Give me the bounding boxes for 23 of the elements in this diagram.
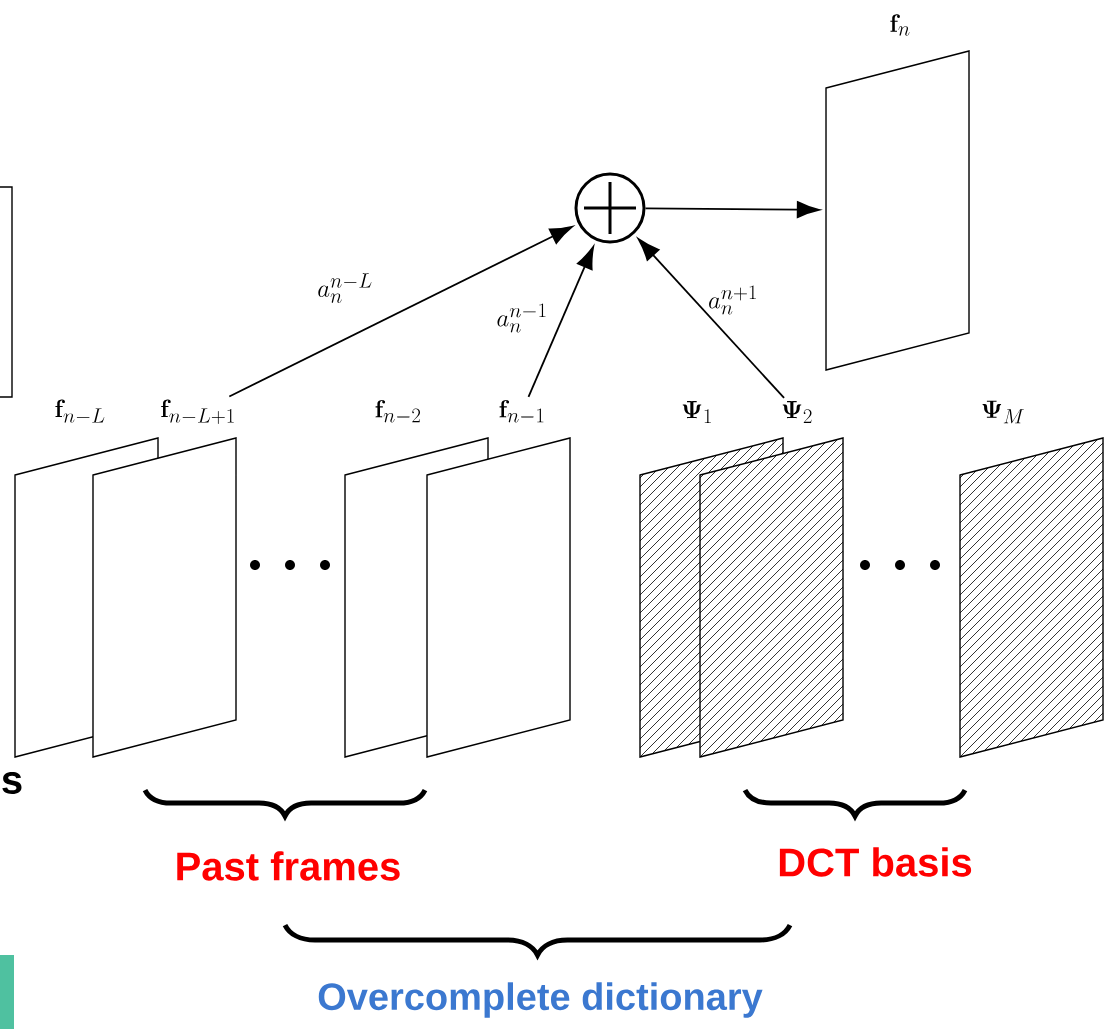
node-label: $\mathbf{f}_{n-L}$: [55, 399, 105, 423]
frame: $\mathbf{f}_{n-1}$: [426, 399, 571, 758]
node-label: $\mathbf{\Psi}_{M}$: [982, 400, 1024, 424]
group-label: Overcomplete dictionary: [318, 982, 763, 1018]
arrow: [644, 201, 820, 219]
edge-label: $a_{n}^{n-1}$: [497, 303, 546, 333]
arrow: [228, 225, 573, 398]
node-label: $\mathbf{f}_{n-2}$: [375, 399, 421, 423]
group-label: Past frames: [177, 851, 400, 881]
edge-label: $a_{n}^{n+1}$: [709, 285, 756, 315]
arrow: [637, 238, 785, 399]
frame: $\mathbf{f}_{n}$: [825, 14, 970, 371]
edge-label: $a_{n}^{n-L}$: [318, 273, 372, 303]
node-label: $\mathbf{f}_{n-1}$: [499, 399, 544, 423]
hatched-frame: $\mathbf{\Psi}_{M}$: [959, 400, 1104, 758]
cut-text: s: [2, 772, 22, 794]
sum-symbol: [574, 172, 646, 244]
group-label: DCT basis: [779, 847, 972, 877]
node-label: $\mathbf{f}_{n-L+1}$: [161, 399, 234, 424]
arrow: [527, 246, 595, 398]
node-label: $\mathbf{\Psi}_{2}$: [782, 401, 812, 423]
node-label: $\mathbf{f}_{n}$: [890, 14, 910, 36]
node-label: $\mathbf{\Psi}_{1}$: [682, 401, 711, 423]
